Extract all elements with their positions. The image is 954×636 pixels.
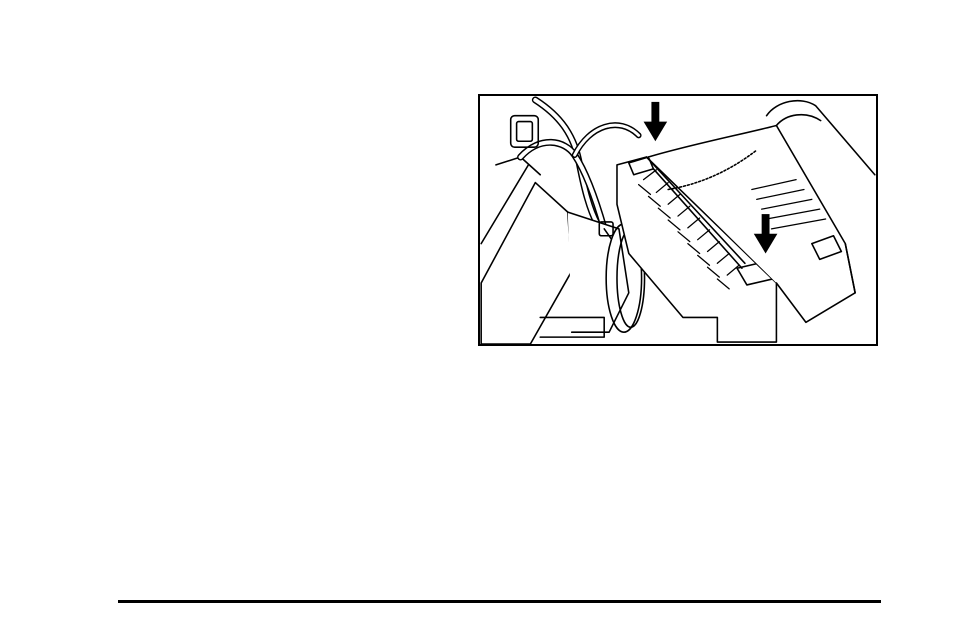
footer-divider — [118, 600, 881, 603]
air-cleaner-illustration — [478, 94, 878, 346]
callout-arrow-upper — [644, 102, 668, 141]
engine-block-shape — [481, 157, 572, 344]
